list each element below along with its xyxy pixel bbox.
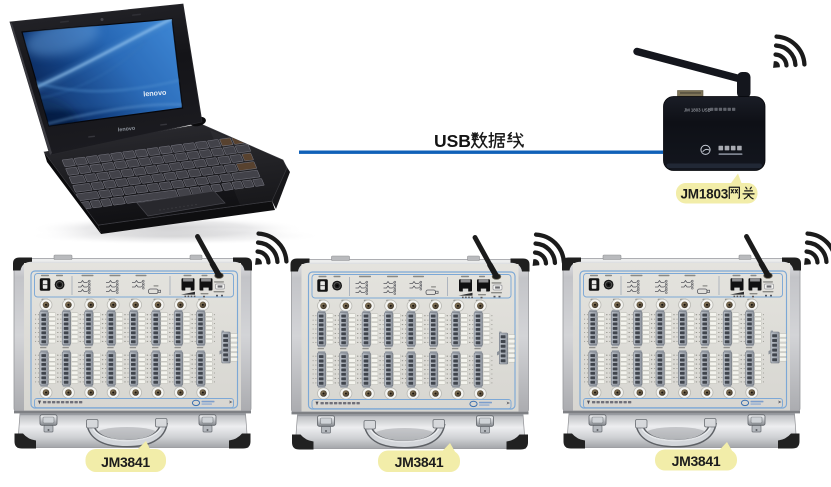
svg-text:JM1803: JM1803	[681, 187, 729, 202]
svg-text:JM 1803 USB: JM 1803 USB	[684, 108, 711, 113]
svg-text:lenovo: lenovo	[118, 126, 137, 134]
svg-text:JM3841: JM3841	[672, 453, 721, 469]
svg-text:JM3841: JM3841	[395, 454, 444, 470]
svg-text:JM3841: JM3841	[101, 454, 150, 470]
svg-text:USB: USB	[434, 131, 471, 151]
svg-text:lenovo: lenovo	[143, 88, 167, 99]
